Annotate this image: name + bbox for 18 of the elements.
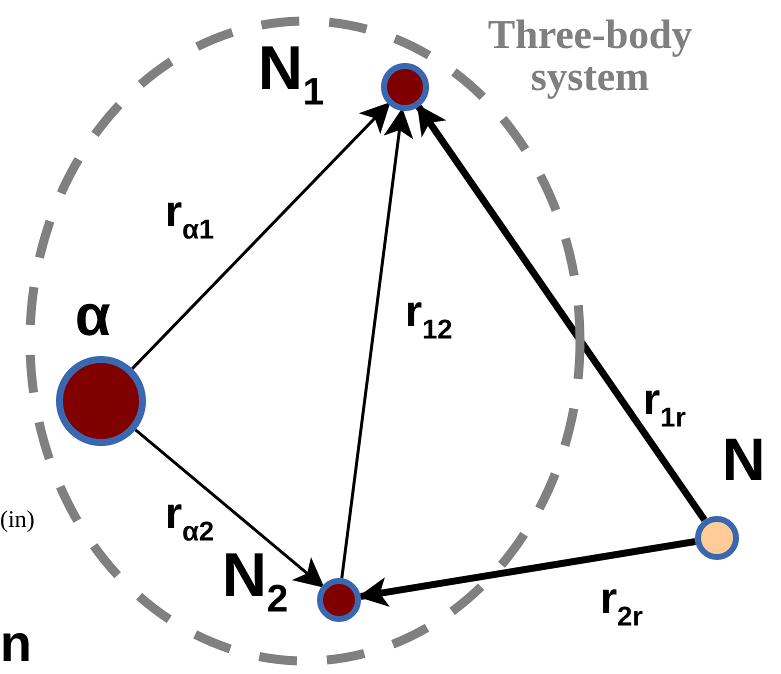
particle-circle: [381, 63, 429, 111]
arrow: [416, 104, 708, 522]
particle-label: α: [75, 287, 111, 345]
note-text: (in): [0, 508, 35, 532]
group-title: Three-body system: [486, 13, 694, 97]
particle-circle: [695, 516, 739, 560]
particle-label: N$_{1}$: [258, 38, 324, 112]
particle-label: N: [722, 430, 766, 490]
particle-label: N$_{2}$: [222, 545, 288, 619]
arrow: [134, 428, 324, 588]
edge-label: r$_{α1}$: [165, 190, 214, 243]
particle-circle: [317, 578, 361, 622]
edge-label: r$_{12}$: [405, 290, 452, 343]
edge-label: r$_{α2}$: [165, 492, 214, 545]
edge-label: r$_{2r}$: [600, 577, 643, 630]
edge-label: r$_{1r}$: [643, 378, 686, 431]
letter-label: n: [0, 618, 32, 670]
arrow: [131, 102, 390, 370]
